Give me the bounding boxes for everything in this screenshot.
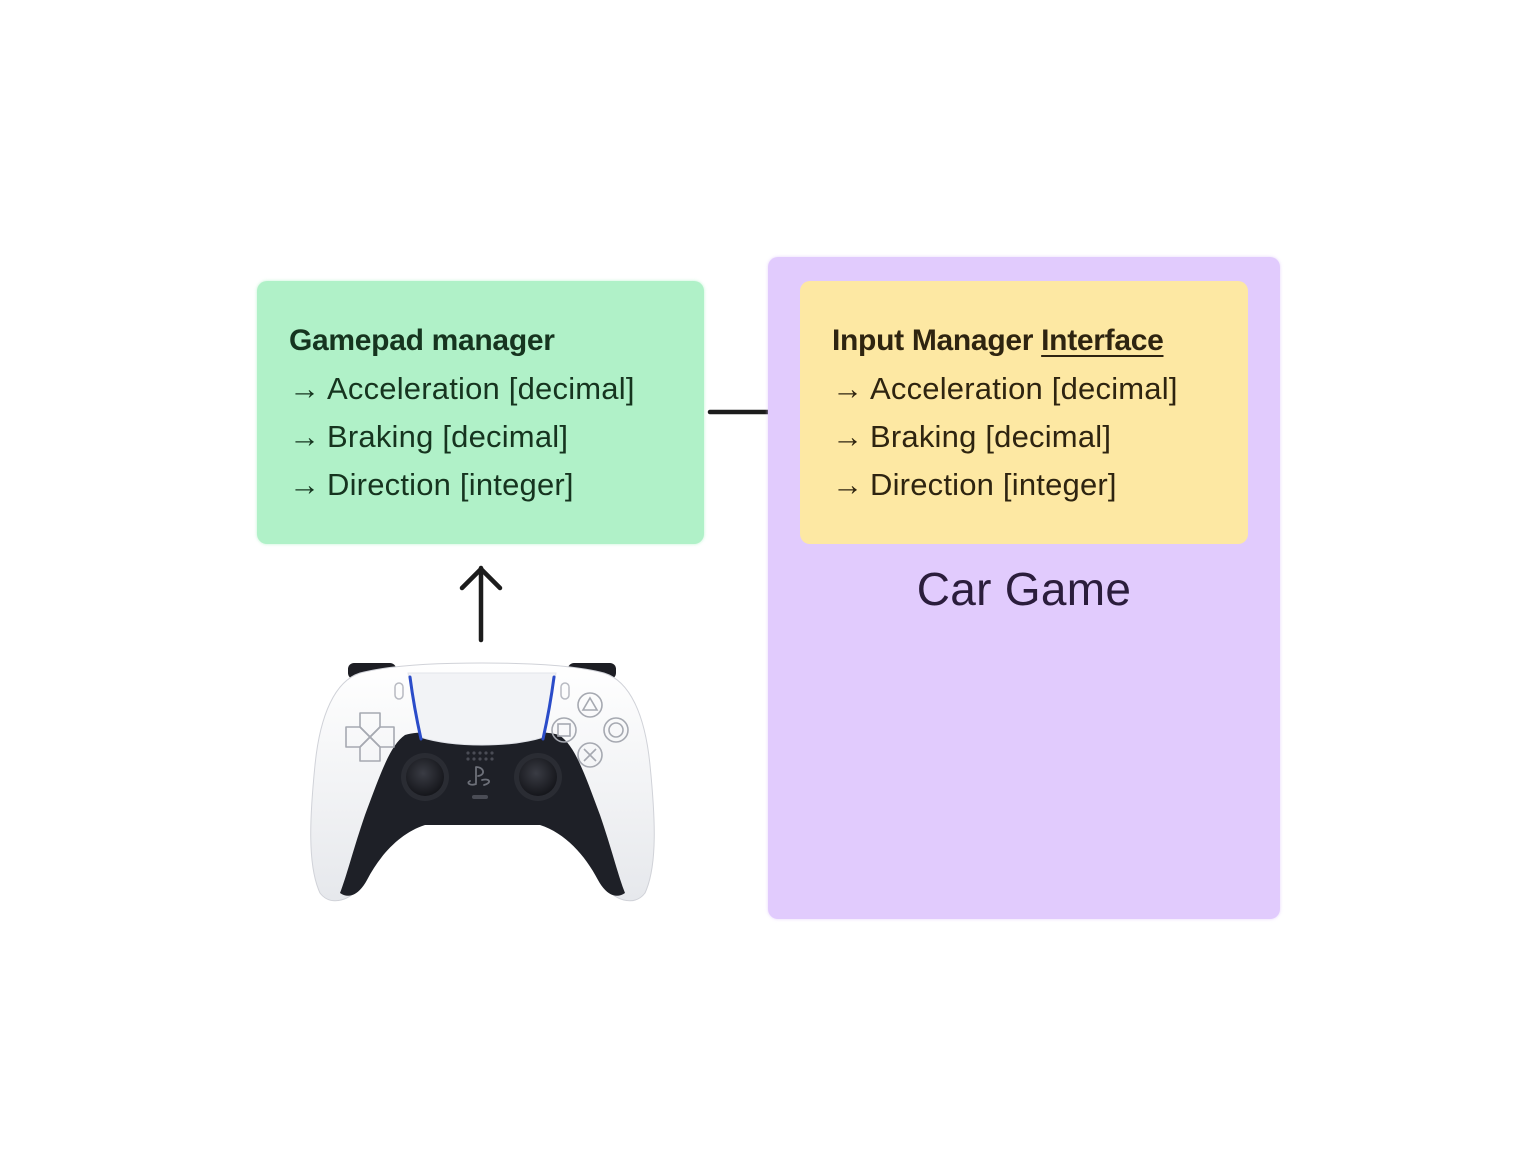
item-label: Direction [integer] xyxy=(870,467,1117,502)
input-manager-item: →Acceleration [decimal] xyxy=(832,369,1248,409)
gamepad-manager-item: →Acceleration [decimal] xyxy=(289,369,704,409)
input-manager-interface-box: Input Manager Interface →Acceleration [d… xyxy=(800,281,1248,544)
gamepad-manager-box: Gamepad manager →Acceleration [decimal] … xyxy=(257,281,704,544)
interface-link[interactable]: Interface xyxy=(1041,324,1164,357)
car-game-label: Car Game xyxy=(916,563,1132,615)
item-label: Braking [decimal] xyxy=(870,419,1112,454)
item-label: Acceleration [decimal] xyxy=(870,371,1178,406)
arrow-right-icon: → xyxy=(832,467,864,502)
item-label: Braking [decimal] xyxy=(327,419,569,454)
arrow-right-icon: → xyxy=(832,371,864,406)
gamepad-manager-title: Gamepad manager xyxy=(289,324,555,357)
input-manager-item: →Direction [integer] xyxy=(832,465,1248,505)
gamepad-manager-item: →Braking [decimal] xyxy=(289,417,704,457)
title-text: Input Manager xyxy=(832,324,1042,357)
input-manager-title: Input Manager Interface xyxy=(832,321,1248,361)
item-label: Acceleration [decimal] xyxy=(327,371,635,406)
input-manager-item: →Braking [decimal] xyxy=(832,417,1248,457)
gamepad-manager-item: →Direction [integer] xyxy=(289,465,704,505)
item-label: Direction [integer] xyxy=(327,467,574,502)
arrow-right-icon: → xyxy=(832,419,864,454)
arrow-right-icon: → xyxy=(289,419,321,454)
gamepad-controller-icon xyxy=(310,662,655,902)
arrow-right-icon: → xyxy=(289,371,321,406)
arrow-right-icon: → xyxy=(289,467,321,502)
arrow-up-connector-icon xyxy=(459,565,503,643)
car-game-container: Input Manager Interface →Acceleration [d… xyxy=(768,257,1280,919)
